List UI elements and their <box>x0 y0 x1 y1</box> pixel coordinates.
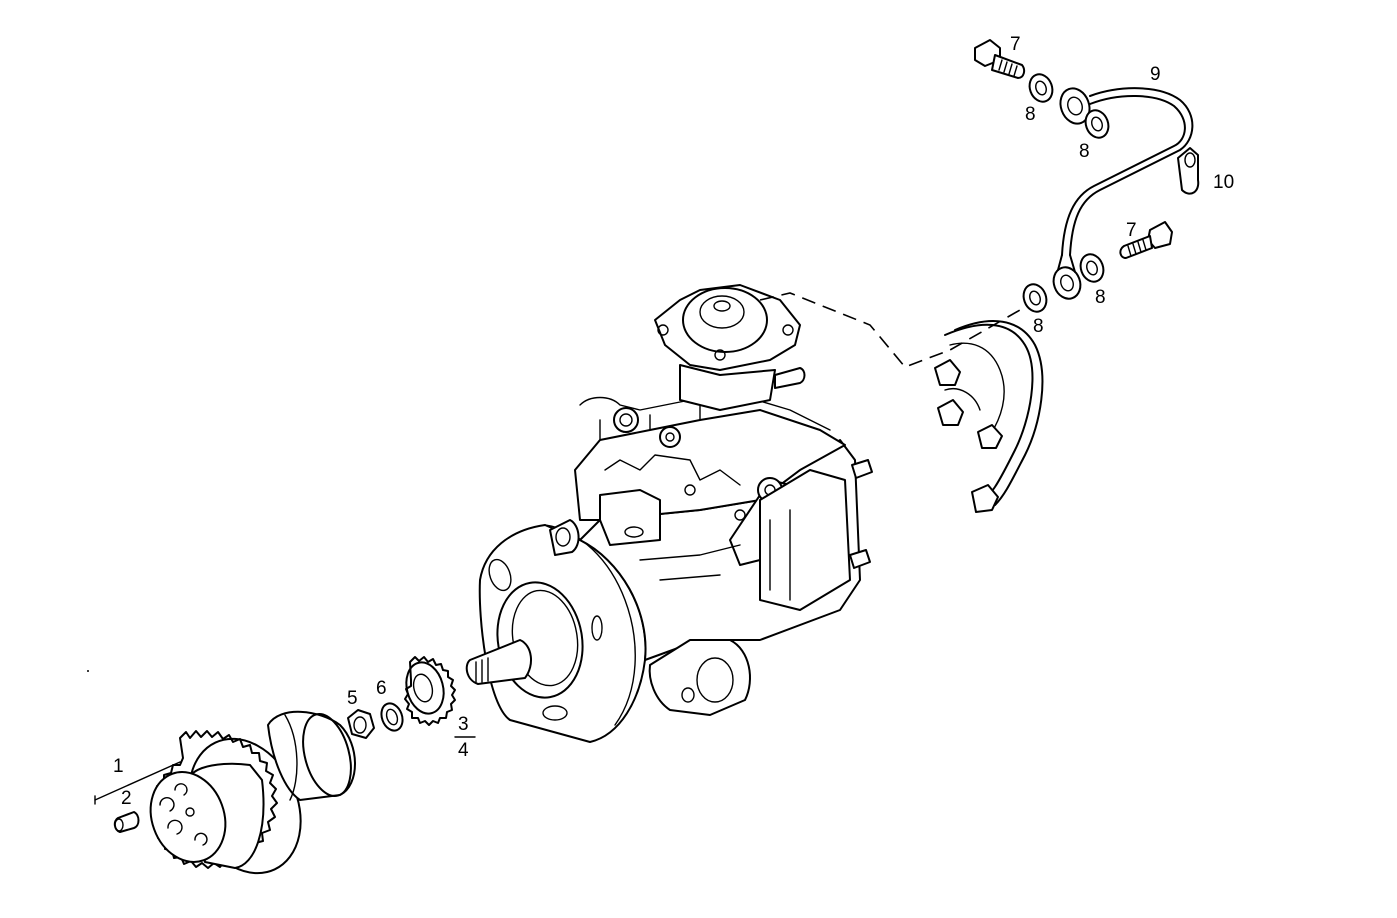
stray-dot <box>87 670 89 672</box>
callout-9: 9 <box>1150 64 1161 85</box>
banjo-bolt-bottom <box>1119 221 1173 259</box>
callout-5: 5 <box>347 688 358 709</box>
dashed-connection <box>759 292 1021 368</box>
seal-washer-a <box>1028 73 1054 103</box>
callout-4: 4 <box>458 740 469 761</box>
callout-3: 3 <box>458 714 469 735</box>
callout-2: 2 <box>121 788 132 809</box>
banjo-bolt-top <box>974 39 1026 79</box>
leader-1 <box>94 761 181 801</box>
callout-8-c: 8 <box>1095 287 1106 308</box>
injection-pump <box>465 284 873 743</box>
callout-6: 6 <box>376 678 387 699</box>
washer <box>380 702 404 732</box>
seal-washer-b <box>1084 109 1110 139</box>
callout-1: 1 <box>113 756 124 777</box>
callout-10: 10 <box>1213 172 1234 193</box>
callout-8-b: 8 <box>1079 141 1090 162</box>
seal-washer-d <box>1022 283 1048 313</box>
seal-washer-c <box>1079 253 1105 283</box>
leak-off-line <box>1052 87 1194 300</box>
callout-7-bottom: 7 <box>1126 220 1137 241</box>
callout-7-top: 7 <box>1010 34 1021 55</box>
pin <box>113 811 140 833</box>
small-gear <box>404 656 456 726</box>
end-cap <box>1177 147 1200 195</box>
callout-8-a: 8 <box>1025 104 1036 125</box>
nut <box>347 709 375 739</box>
callout-8-d: 8 <box>1033 316 1044 337</box>
drive-gear-hub <box>149 710 356 875</box>
